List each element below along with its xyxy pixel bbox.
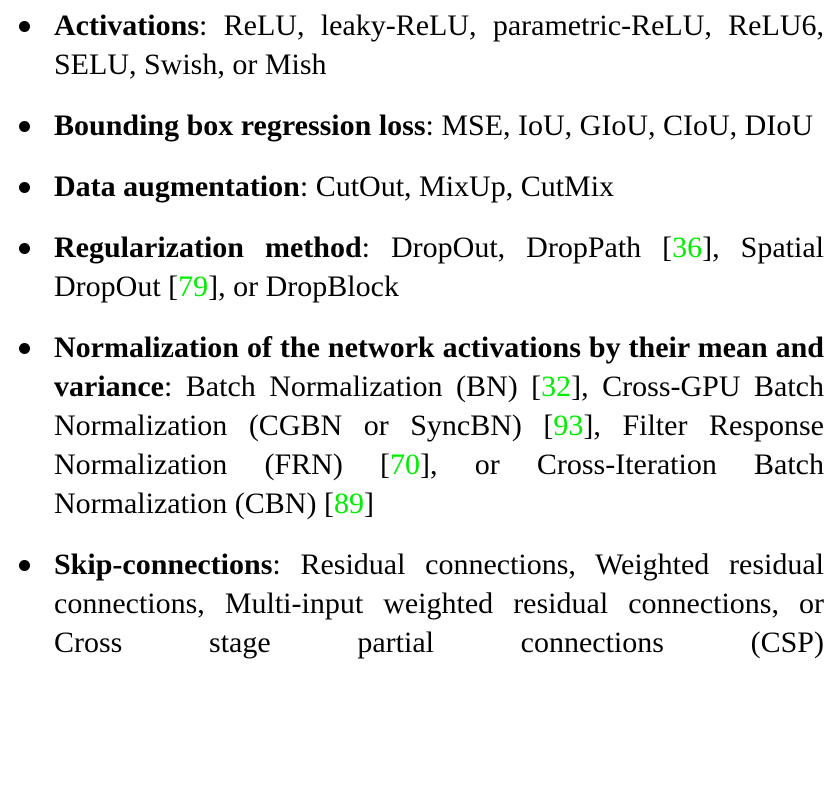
list-item-lead: Regularization method bbox=[54, 231, 362, 264]
list-item-text: Residual connections, Weighted residual … bbox=[54, 548, 824, 659]
citation-bracket-open: [ bbox=[531, 370, 542, 403]
bullet-point-icon bbox=[19, 343, 30, 354]
citation-bracket-open: [ bbox=[380, 448, 390, 481]
list-item-text: CutOut, MixUp, CutMix bbox=[315, 170, 615, 203]
list-item-body: Skip-connections: Residual connections, … bbox=[54, 545, 824, 662]
bullet-point-icon bbox=[19, 121, 30, 132]
list-item-normalization: Normalization of the network activations… bbox=[8, 328, 824, 523]
list-item-body: Activations: ReLU, leaky-ReLU, parametri… bbox=[54, 6, 824, 84]
list-item-body: Normalization of the network activations… bbox=[54, 328, 824, 523]
bullet-point-icon bbox=[19, 182, 30, 193]
citation-bracket-close: ], bbox=[571, 370, 603, 403]
list-item-text: Batch Normalization (BN) bbox=[185, 370, 532, 403]
list-item-text: MSE, IoU, GIoU, CIoU, DIoU bbox=[441, 109, 813, 142]
citation-bracket-open: [ bbox=[543, 409, 554, 442]
list-item-text: DropOut, DropPath bbox=[391, 231, 663, 264]
citation-bracket-close: ], bbox=[583, 409, 623, 442]
list-item-lead: Bounding box regression loss bbox=[54, 109, 426, 142]
list-item-lead: Activations bbox=[54, 9, 199, 42]
citation-number-32[interactable]: 32 bbox=[541, 370, 572, 403]
list-item-bounding-box-regression-loss: Bounding box regression loss: MSE, IoU, … bbox=[8, 106, 824, 145]
list-item-skip-connections: Skip-connections: Residual connections, … bbox=[8, 545, 824, 662]
citation-bracket-close: ] bbox=[363, 487, 374, 520]
list-item-body: Regularization method: DropOut, DropPath… bbox=[54, 228, 824, 306]
list-item-body: Data augmentation: CutOut, MixUp, CutMix bbox=[54, 167, 824, 206]
citation-bracket-close: ], bbox=[702, 231, 741, 264]
feature-bullet-list: Activations: ReLU, leaky-ReLU, parametri… bbox=[8, 6, 824, 662]
citation-number-36[interactable]: 36 bbox=[672, 231, 703, 264]
list-item-text: Spatial DropOut bbox=[54, 231, 824, 303]
list-item-text: Cross-GPU Batch Normalization (CGBN or S… bbox=[54, 370, 824, 442]
list-item-data-augmentation: Data augmentation: CutOut, MixUp, CutMix bbox=[8, 167, 824, 206]
list-item-text: or Cross-Iteration Batch Normalization (… bbox=[54, 448, 824, 520]
list-item-separator: : bbox=[163, 370, 186, 403]
list-item-separator: : bbox=[299, 170, 316, 203]
list-item-activations: Activations: ReLU, leaky-ReLU, parametri… bbox=[8, 6, 824, 84]
citation-number-70[interactable]: 70 bbox=[390, 448, 420, 481]
list-item-text: ReLU, leaky-ReLU, parametric-ReLU, ReLU6… bbox=[54, 9, 824, 81]
bullet-point-icon bbox=[19, 560, 30, 571]
list-item-separator: : bbox=[425, 109, 442, 142]
citation-number-79[interactable]: 79 bbox=[178, 270, 209, 303]
list-item-lead: Data augmentation bbox=[54, 170, 300, 203]
list-item-separator: : bbox=[361, 231, 391, 264]
list-item-lead: Skip-connections bbox=[54, 548, 273, 581]
list-item-text: or DropBlock bbox=[233, 270, 399, 303]
bullet-point-icon bbox=[19, 243, 30, 254]
citation-bracket-open: [ bbox=[323, 487, 334, 520]
list-item-separator: : bbox=[199, 9, 224, 42]
list-item-regularization-method: Regularization method: DropOut, DropPath… bbox=[8, 228, 824, 306]
citation-number-89[interactable]: 89 bbox=[333, 487, 364, 520]
citation-bracket-close: ], bbox=[208, 270, 234, 303]
list-item-separator: : bbox=[272, 548, 301, 581]
bullet-point-icon bbox=[19, 21, 30, 32]
list-item-lead: Normalization of the network activations… bbox=[54, 331, 824, 403]
list-item-text: Filter Response Normalization (FRN) bbox=[54, 409, 824, 481]
citation-bracket-open: [ bbox=[662, 231, 673, 264]
citation-bracket-open: [ bbox=[168, 270, 179, 303]
citation-bracket-close: ], bbox=[420, 448, 475, 481]
list-item-body: Bounding box regression loss: MSE, IoU, … bbox=[54, 106, 824, 145]
citation-number-93[interactable]: 93 bbox=[553, 409, 584, 442]
